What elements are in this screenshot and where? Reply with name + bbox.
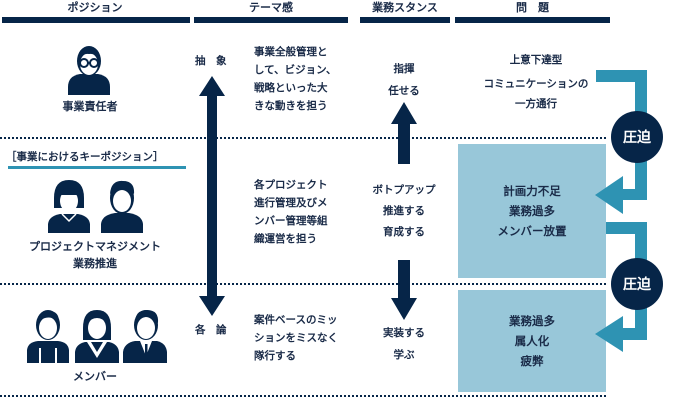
theme-line: 隊行する	[254, 350, 296, 362]
problem-box-row-2: 計画力不足 業務過多 メンバー放置	[458, 144, 606, 278]
header-bar-theme	[194, 17, 348, 23]
position-member: メンバー	[73, 370, 117, 383]
theme-line: 進行管理及びメ	[254, 197, 328, 209]
axis-label-abstract: 抽 象	[195, 55, 227, 67]
problem-line: 疲弊	[520, 354, 544, 368]
theme-row-3: 案件ベースのミッ ションをミスなく 隊行する	[254, 311, 354, 365]
pressure-badge-2: 圧迫	[611, 258, 663, 310]
position-line: プロジェクトマネジメント	[29, 240, 161, 253]
theme-line: 各プロジェクト	[254, 179, 328, 191]
stance-line: 育成する	[383, 226, 425, 238]
problem-line: 計画力不足	[503, 184, 561, 198]
stance-line: 推進する	[383, 205, 425, 217]
woman-person-icon	[48, 180, 90, 233]
header-position: ポジション	[67, 1, 123, 14]
pressure-badge-1: 圧迫	[611, 111, 663, 163]
key-position-underline	[8, 166, 186, 169]
single-person-glasses-icon	[68, 46, 110, 95]
theme-line: 案件ベースのミッ	[254, 314, 338, 326]
theme-line: 織運営を担う	[254, 233, 317, 245]
stance-line: 学ぶ	[393, 349, 415, 361]
position-project-management: プロジェクトマネジメント 業務推進	[10, 238, 180, 272]
theme-line: きな動きを担う	[254, 100, 328, 112]
header-bar-position	[2, 17, 190, 23]
row-divider-3	[0, 395, 606, 397]
header-bar-problem	[455, 17, 610, 23]
row-divider-1	[0, 137, 606, 139]
theme-row-1: 事業全般管理と して、ビジョン、 戦略といった大 きな動きを担う	[254, 43, 354, 115]
header-stance: 業務スタンス	[372, 1, 438, 14]
man-person-icon	[101, 180, 143, 233]
header-theme: テーマ感	[249, 1, 293, 14]
stance-line: 実装する	[383, 327, 425, 339]
problem-line: 一方通行	[515, 98, 557, 110]
stance-line: 指揮	[393, 63, 415, 75]
theme-row-2: 各プロジェクト 進行管理及びメ ンバー管理等組 織運営を担う	[254, 176, 354, 248]
stance-up-arrow-icon	[391, 102, 417, 164]
key-position-label: ［事業におけるキーポジション］	[6, 151, 164, 163]
header-bar-stance	[360, 17, 450, 23]
stance-down-arrow-icon	[391, 260, 417, 320]
stance-line: ボトプアップ	[372, 184, 436, 196]
problem-line: コミュニケーションの	[483, 78, 589, 90]
row-divider-2	[0, 283, 606, 285]
theme-line: 事業全般管理と	[254, 46, 328, 58]
problem-line: メンバー放置	[497, 224, 567, 238]
theme-line: 戦略といった大	[254, 82, 328, 94]
stance-line: 任せる	[388, 85, 420, 97]
header-problem: 問 題	[516, 1, 549, 14]
position-line: 業務推進	[73, 257, 117, 270]
axis-label-detail: 各 論	[195, 324, 227, 336]
problem-line: 業務過多	[509, 314, 555, 328]
position-business-owner: 事業責任者	[62, 100, 118, 113]
problem-line: 上意下達型	[509, 54, 563, 66]
problem-box-row-3: 業務過多 属人化 疲弊	[458, 290, 606, 392]
stance-row-3: 実装する 学ぶ	[368, 322, 440, 366]
problem-line: 業務過多	[509, 204, 555, 218]
problem-row-1: 上意下達型 コミュニケーションの 一方通行	[462, 50, 610, 114]
abstract-detail-double-arrow-icon	[199, 76, 225, 316]
theme-line: ンバー管理等組	[254, 215, 328, 227]
stance-row-1: 指揮 任せる	[368, 58, 440, 102]
three-members-icon	[27, 310, 167, 363]
theme-line: して、ビジョン、	[254, 64, 337, 76]
problem-line: 属人化	[514, 334, 550, 348]
theme-line: ションをミスなく	[254, 332, 338, 344]
stance-row-2: ボトプアップ 推進する 育成する	[362, 180, 446, 243]
